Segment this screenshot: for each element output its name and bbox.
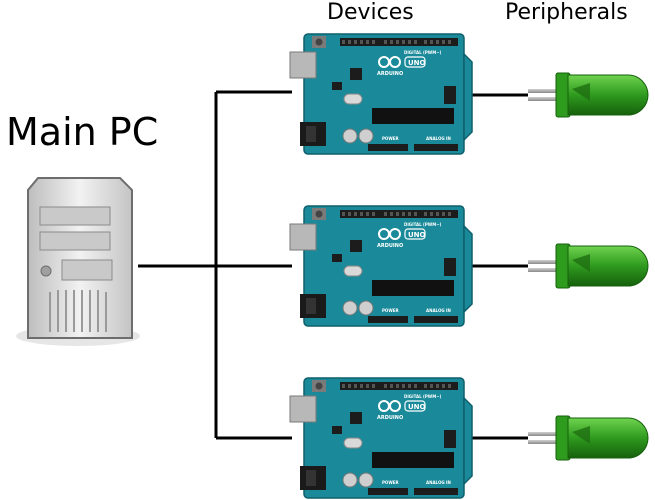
led-peripheral-2 xyxy=(527,243,649,289)
led-peripheral-1 xyxy=(527,72,649,118)
wire-network xyxy=(138,90,528,440)
devices-header: Devices xyxy=(327,0,414,25)
arduino-uno-device-3 xyxy=(289,377,473,499)
peripherals-header: Peripherals xyxy=(505,0,628,25)
led-peripheral-3 xyxy=(527,415,649,461)
main-pc-icon xyxy=(16,177,140,346)
arduino-uno-device-2 xyxy=(289,205,473,327)
arduino-uno-device-1 xyxy=(289,33,473,155)
main-pc-label: Main PC xyxy=(6,110,159,154)
